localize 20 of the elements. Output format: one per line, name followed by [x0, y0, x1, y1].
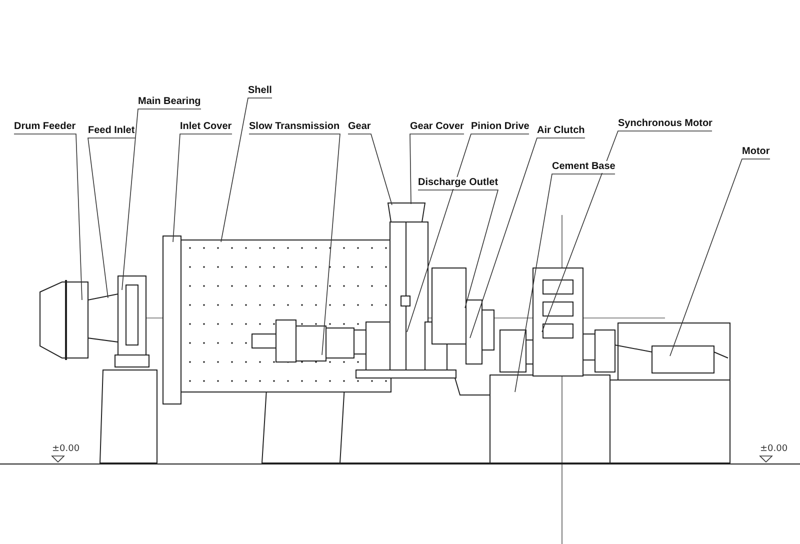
leader-line [542, 130, 712, 332]
leader-line [248, 134, 340, 356]
leader-line [670, 158, 770, 356]
part-label: Main Bearing [138, 96, 201, 108]
leader-line [122, 108, 202, 290]
leader-line [14, 134, 82, 300]
part-label: Synchronous Motor [618, 118, 712, 130]
leader-line [470, 138, 586, 338]
leader-line [418, 190, 499, 308]
level-mark-text: ±0.00 [52, 444, 80, 454]
leader-line [348, 134, 392, 206]
leader-line [514, 174, 616, 392]
leader-line [172, 134, 232, 242]
leader-line [410, 134, 464, 204]
part-label: Cement Base [552, 161, 616, 173]
part-label: Discharge Outlet [418, 177, 498, 189]
leader-line [406, 134, 530, 332]
leader-line [88, 138, 136, 298]
leader-line [220, 98, 272, 242]
level-mark-text: ±0.00 [760, 444, 788, 454]
